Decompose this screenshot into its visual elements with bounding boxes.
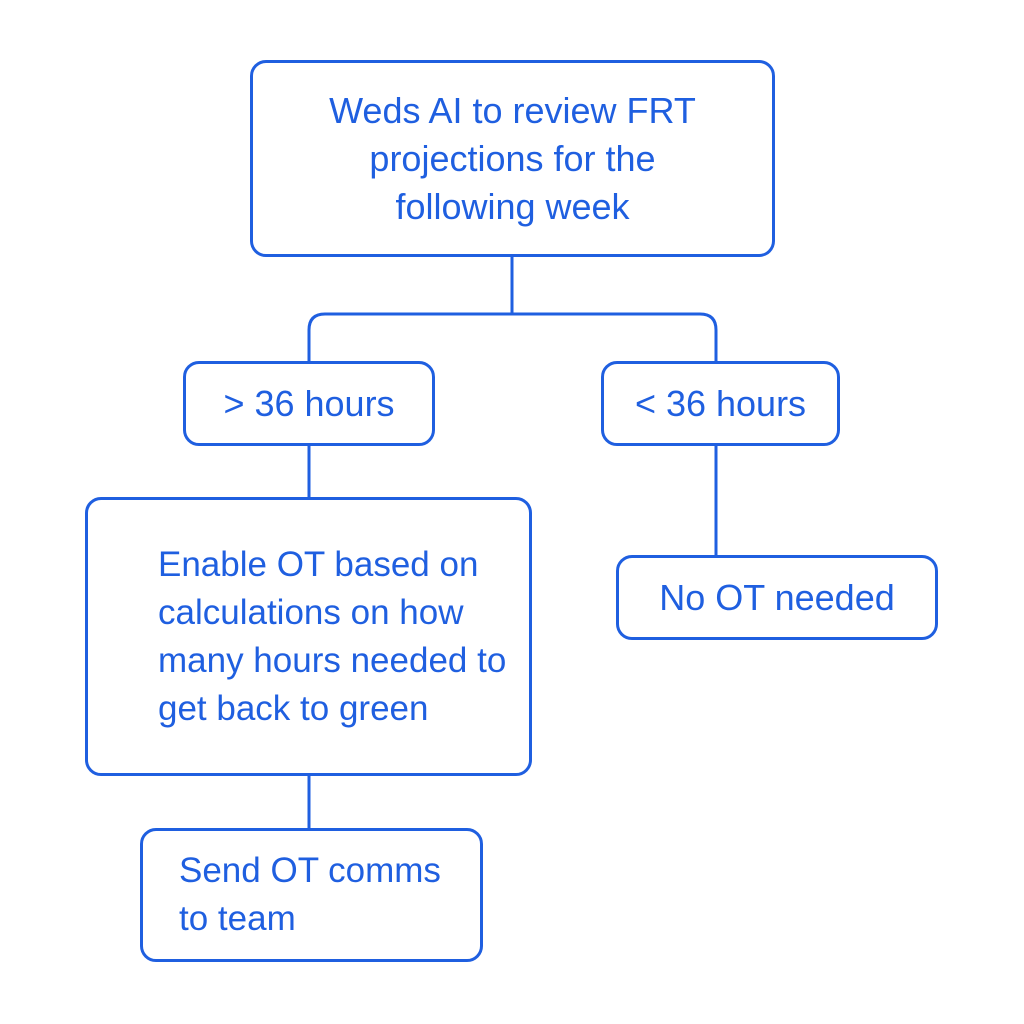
node-over-36-hours: > 36 hours (183, 361, 435, 446)
node-enable-ot: Enable OT based on calculations on how m… (85, 497, 532, 776)
node-over-36-hours-label: > 36 hours (223, 382, 395, 424)
edge-start-under-36 (512, 312, 718, 361)
edge-start-over-36 (307, 312, 512, 361)
node-under-36-hours-label: < 36 hours (634, 382, 807, 424)
node-enable-ot-label: Enable OT based on calculations on how m… (158, 544, 507, 728)
node-send-ot-comms: Send OT comms to team (140, 828, 483, 962)
node-no-ot-needed: No OT needed (616, 555, 938, 640)
node-no-ot-needed-label: No OT needed (659, 576, 895, 618)
node-start-label: Weds AI to review FRT projections for th… (329, 89, 696, 227)
node-start: Weds AI to review FRT projections for th… (250, 60, 775, 257)
node-under-36-hours: < 36 hours (601, 361, 840, 446)
node-send-ot-comms-label: Send OT comms to team (179, 851, 441, 938)
